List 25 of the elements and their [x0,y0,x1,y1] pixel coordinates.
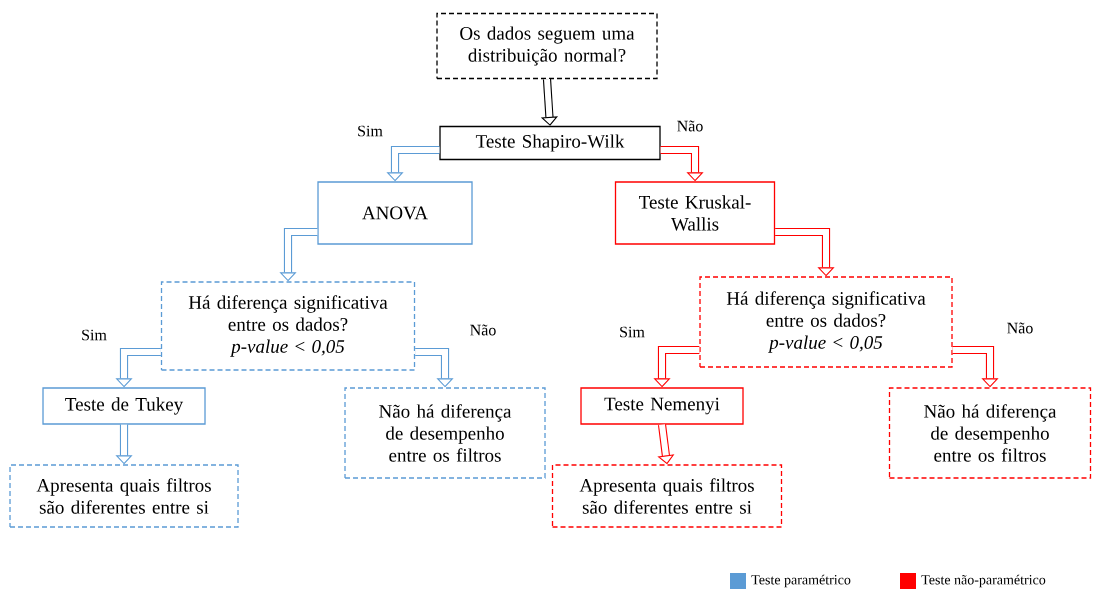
edge-label: Sim [356,124,384,138]
question-box: Os dados seguem uma distribuição normal? [436,12,658,80]
result-box: Não há diferença de desempenho entre os filtros [888,387,1092,479]
edge-label: Não [468,323,498,337]
arrow [952,345,999,388]
process-box: Teste de Tukey [42,387,206,425]
edge-label: Não [1005,321,1035,335]
edge-label: Não [675,119,705,133]
arrow [660,145,704,182]
question-box: Há diferença significativa entre os dados? p-value < 0,05 [160,281,416,371]
result-box: Não há diferença de desempenho entre os filtros [344,387,546,479]
legend-label: Teste paramétrico [751,574,851,588]
arrow [657,424,675,465]
question-box: Há diferença significativa entre os dados? p-value < 0,05 [699,276,953,368]
process-box: Teste Kruskal-Wallis [614,181,776,245]
edge-label: Sim [618,325,646,339]
result-box: Apresenta quais filtros são diferentes entre si [551,464,783,528]
arrow [415,347,454,388]
process-box: Teste Shapiro-Wilk [439,125,661,161]
legend-label: Teste não-paramétrico [921,574,1046,588]
process-box: ANOVA [317,181,473,245]
process-box: Teste Nemenyi [580,387,744,425]
result-box: Apresenta quais filtros são diferentes entre si [9,464,239,528]
edge-label: Sim [80,328,108,342]
arrow [775,227,835,277]
